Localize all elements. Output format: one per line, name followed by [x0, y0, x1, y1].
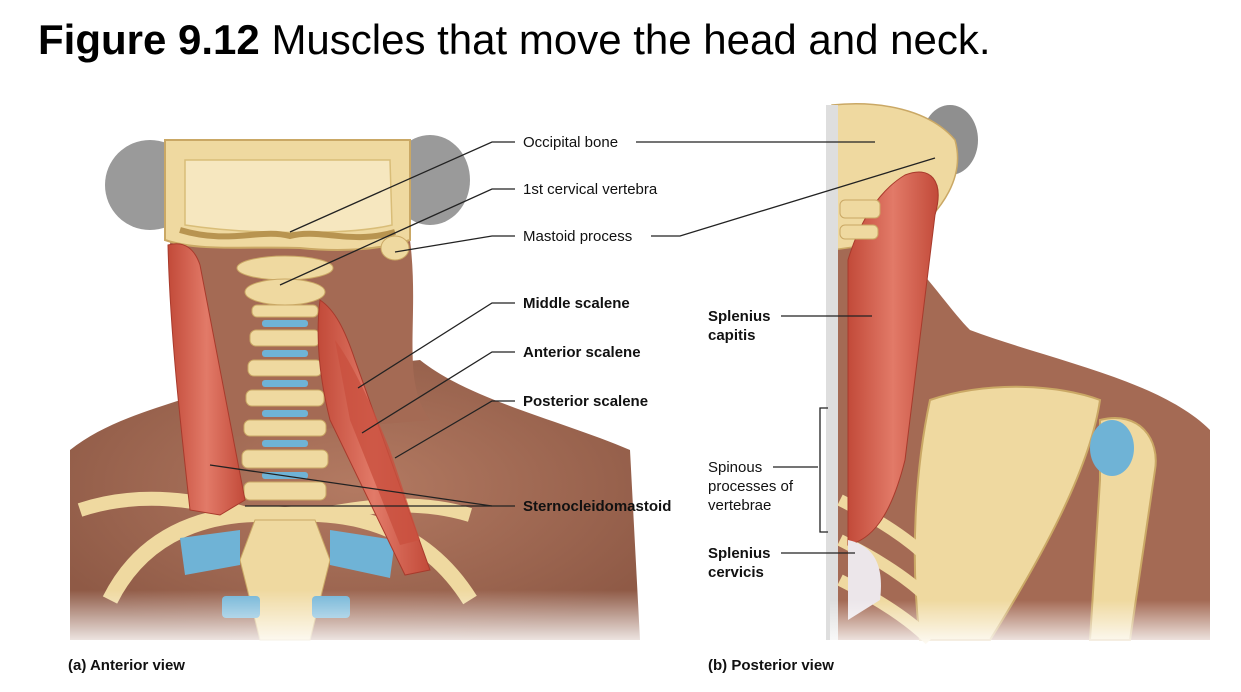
leader-occipital-bone-left — [289, 141, 515, 233]
label-sternocleidomastoid: Sternocleidomastoid — [523, 498, 672, 515]
cervical-vertebrae — [236, 255, 334, 501]
skull-cavity — [184, 159, 393, 234]
leader-lines — [209, 141, 936, 554]
scapula — [913, 385, 1102, 641]
humeral-head-cartilage — [1090, 420, 1134, 476]
label-first-cervical-vertebra: 1st cervical vertebra — [523, 181, 658, 198]
mastoid-left — [380, 235, 410, 261]
costal-cartilage-right — [330, 530, 395, 578]
label-spinous-line2: processes of — [708, 478, 794, 495]
sternocleidomastoid-muscle — [167, 243, 246, 516]
label-splenius-cervicis-line1: Splenius — [708, 545, 771, 562]
label-spinous-line1: Spinous — [708, 459, 763, 476]
posterior-fade — [830, 600, 1230, 650]
label-splenius-cervicis-line2: cervicis — [708, 564, 764, 581]
label-anterior-scalene: Anterior scalene — [523, 344, 641, 361]
costal-cartilage-left — [180, 530, 240, 575]
caption-anterior-view: (a) Anterior view — [68, 657, 185, 674]
occipital-ridge — [179, 227, 396, 241]
figure-title-text: Muscles that move the head and neck. — [271, 16, 991, 63]
label-posterior-scalene: Posterior scalene — [523, 393, 649, 410]
label-occipital-bone: Occipital bone — [523, 134, 619, 151]
figure-title: Figure 9.12 Muscles that move the head a… — [38, 14, 991, 66]
scalene-muscles-2 — [335, 340, 420, 545]
label-splenius-capitis-line2: capitis — [708, 327, 756, 344]
label-mastoid-process: Mastoid process — [523, 228, 633, 245]
leader-mastoid-process-right — [651, 157, 936, 237]
posterior-view-drawing — [826, 103, 1230, 650]
anterior-clavicle-left — [77, 491, 253, 522]
posterior-vertebrae — [839, 199, 881, 240]
leader-anterior-scalene — [361, 351, 515, 434]
anterior-fade — [60, 590, 660, 650]
label-middle-scalene: Middle scalene — [523, 295, 630, 312]
leader-posterior-scalene — [394, 400, 515, 459]
leader-first-cervical-vertebra — [279, 188, 515, 286]
leader-mastoid-process-left — [394, 235, 515, 253]
caption-posterior-view: (b) Posterior view — [708, 657, 834, 674]
spinous-bracket — [819, 407, 828, 533]
label-spinous-line3: vertebrae — [708, 497, 772, 514]
label-splenius-capitis-line1: Splenius — [708, 308, 771, 325]
figure-number: Figure 9.12 — [38, 16, 260, 63]
leader-middle-scalene — [357, 302, 515, 389]
